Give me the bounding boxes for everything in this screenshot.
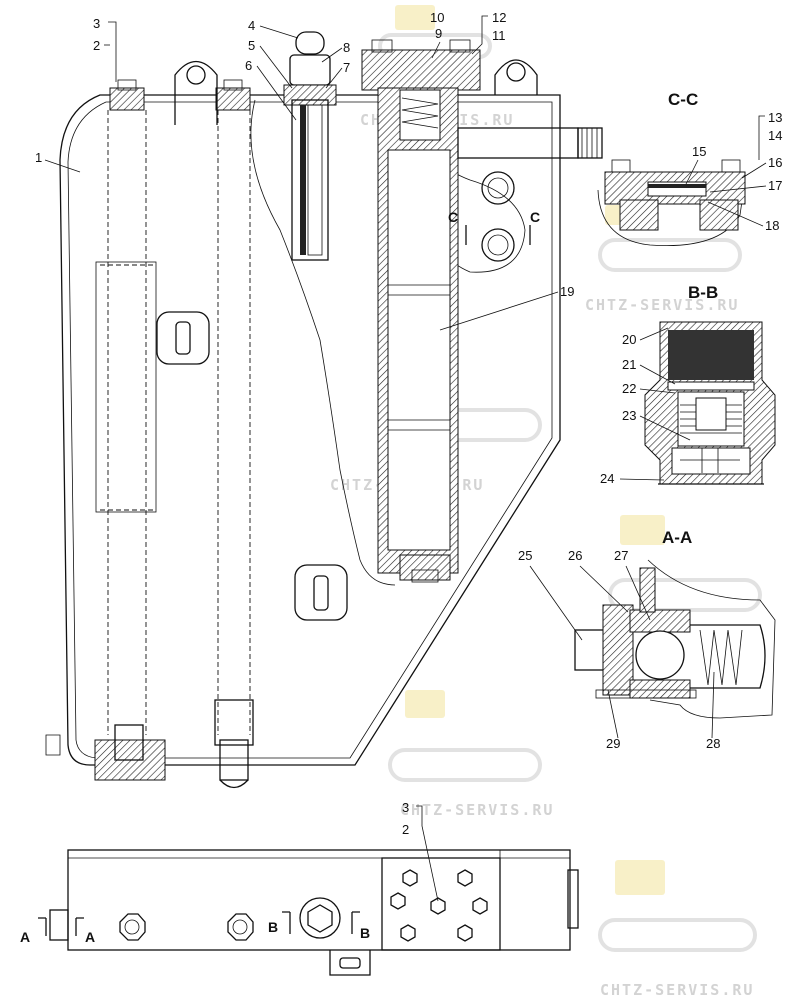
callout-24: 24	[600, 471, 614, 486]
callout-19: 19	[560, 284, 574, 299]
callout-7: 7	[343, 60, 350, 75]
main-callouts: 3 2 4 5 6 8 7 10 9 12 11 1 19	[35, 10, 574, 331]
watermark-logo-low: CHTZ-SERVIS.RU	[388, 690, 554, 819]
svg-text:CHTZ-SERVIS.RU: CHTZ-SERVIS.RU	[600, 981, 754, 999]
watermark-logo-bottom-right: CHTZ-SERVIS.RU	[598, 860, 757, 999]
tank-body-outline	[59, 94, 561, 766]
callout-8: 8	[343, 40, 350, 55]
callout-23: 23	[622, 408, 636, 423]
callout-14: 14	[768, 128, 782, 143]
callout-15: 15	[692, 144, 706, 159]
callout-12: 12	[492, 10, 506, 25]
svg-text:CHTZ-SERVIS.RU: CHTZ-SERVIS.RU	[400, 801, 554, 819]
callout-26: 26	[568, 548, 582, 563]
section-bb: B-B 20 21 22 23 24	[600, 283, 776, 486]
callout-25: 25	[518, 548, 532, 563]
section-arrow-c-left: C	[448, 209, 458, 225]
callout-4: 4	[248, 18, 255, 33]
callout-10: 10	[430, 10, 444, 25]
callout-13: 13	[768, 110, 782, 125]
callout-2: 2	[93, 38, 100, 53]
svg-text:CHTZ-SERVIS.RU: CHTZ-SERVIS.RU	[585, 296, 739, 314]
callout-22: 22	[622, 381, 636, 396]
section-cc: C-C 15 13 14 16 17 18	[597, 90, 782, 246]
callout-28: 28	[706, 736, 720, 751]
section-arrow-a-left: A	[20, 929, 30, 945]
callout-1: 1	[35, 150, 42, 165]
bottom-plan-view: A A B B 3 2	[20, 800, 579, 976]
section-aa: A-A 25 26 27 28 29	[518, 528, 776, 751]
callout-bottom-3: 3	[402, 800, 409, 815]
callout-bottom-2: 2	[402, 822, 409, 837]
callout-27: 27	[614, 548, 628, 563]
hex-bolt-pattern	[390, 869, 488, 942]
section-arrow-b-right: B	[360, 925, 370, 941]
callout-17: 17	[768, 178, 782, 193]
callout-6: 6	[245, 58, 252, 73]
callout-11: 11	[492, 28, 506, 43]
section-arrow-b-left: B	[268, 919, 278, 935]
section-arrow-c-right: C	[530, 209, 540, 225]
section-title-cc: C-C	[668, 90, 698, 109]
section-title-bb: B-B	[688, 283, 718, 302]
callout-20: 20	[622, 332, 636, 347]
section-title-aa: A-A	[662, 528, 692, 547]
callout-16: 16	[768, 155, 782, 170]
callout-21: 21	[622, 357, 636, 372]
callout-9: 9	[435, 26, 442, 41]
callout-5: 5	[248, 38, 255, 53]
callout-3: 3	[93, 16, 100, 31]
tank-main-view: C C	[45, 31, 603, 789]
section-arrow-a-right: A	[85, 929, 95, 945]
callout-29: 29	[606, 736, 620, 751]
callout-18: 18	[765, 218, 779, 233]
